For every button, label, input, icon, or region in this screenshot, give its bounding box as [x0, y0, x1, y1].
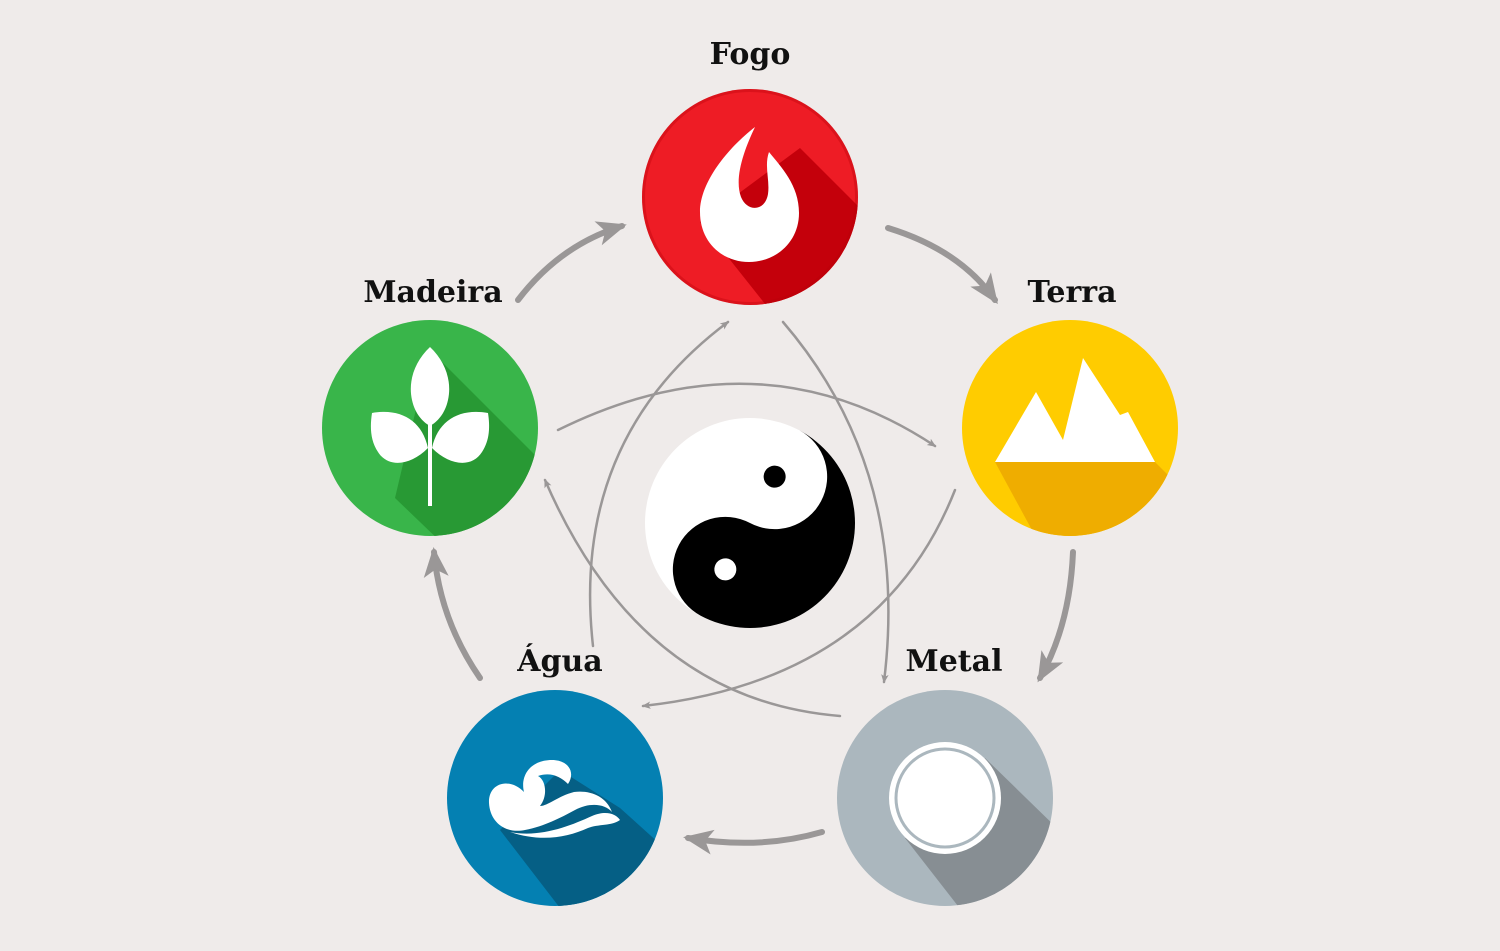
arrow-fire-to-metal — [781, 320, 890, 684]
leaf-sprout-icon — [370, 347, 490, 506]
label-metal: Metal — [906, 644, 1003, 679]
element-wood: Madeira — [322, 275, 538, 536]
label-earth: Terra — [1027, 275, 1116, 310]
controlling-cycle-arrows — [543, 320, 957, 718]
label-wood: Madeira — [363, 275, 502, 310]
arrow-wood-to-earth — [556, 382, 937, 448]
mountain-icon — [995, 358, 1155, 462]
wave-icon — [488, 760, 620, 838]
arrow-earth-to-metal — [1037, 549, 1076, 683]
arrow-metal-to-water — [683, 829, 825, 855]
arrow-metal-to-wood — [543, 478, 842, 718]
generating-cycle-arrows — [423, 221, 1076, 855]
element-fire: Fogo — [642, 37, 858, 305]
flame-icon — [700, 127, 799, 262]
yin-yang-icon — [645, 418, 855, 628]
element-water: Água — [447, 643, 663, 906]
arrow-water-to-fire — [588, 320, 730, 648]
label-water: Água — [516, 643, 603, 679]
element-earth: Terra — [962, 275, 1178, 536]
arrow-water-to-wood — [423, 547, 483, 681]
label-fire: Fogo — [710, 37, 791, 72]
arrow-wood-to-fire — [515, 221, 627, 303]
arrow-fire-to-earth — [885, 225, 998, 305]
metal-ring-icon — [889, 742, 1001, 854]
arrow-earth-to-water — [641, 488, 957, 709]
element-metal: Metal — [837, 644, 1053, 906]
